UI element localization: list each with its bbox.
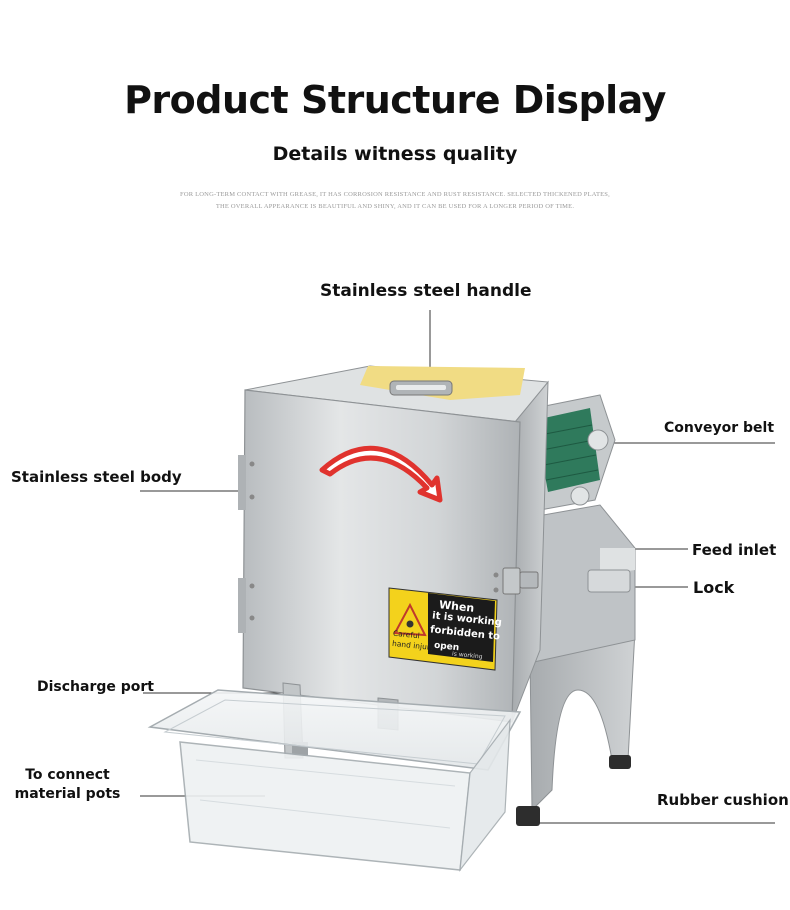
label-stainless-steel-handle: Stainless steel handle bbox=[320, 281, 532, 301]
red-arrow-decal bbox=[319, 445, 443, 503]
hinge-bottom bbox=[238, 578, 246, 633]
rubber-foot-back bbox=[609, 755, 631, 769]
label-material-pots-line2: material pots bbox=[14, 786, 121, 802]
page-title: Product Structure Display bbox=[124, 78, 666, 122]
stand bbox=[516, 629, 636, 826]
label-rubber-cushion: Rubber cushion bbox=[657, 791, 789, 809]
steel-handle bbox=[389, 380, 453, 396]
feed-chute bbox=[514, 504, 636, 666]
steel-body bbox=[238, 389, 521, 723]
material-pot bbox=[147, 689, 522, 873]
label-conveyor-belt: Conveyor belt bbox=[664, 420, 775, 436]
rubber-foot-front bbox=[516, 806, 540, 826]
warning-sticker bbox=[388, 587, 498, 671]
label-material-pots-line1: To connect bbox=[25, 767, 110, 783]
fine-print-line-1: FOR LONG-TERM CONTACT WITH GREASE, IT HA… bbox=[180, 191, 610, 198]
conveyor-belt bbox=[524, 394, 616, 511]
hinge-top bbox=[238, 455, 246, 510]
lock-latch bbox=[493, 567, 539, 595]
label-lock: Lock bbox=[693, 578, 735, 597]
label-feed-inlet: Feed inlet bbox=[692, 541, 777, 559]
fine-print-line-2: THE OVERALL APPEARANCE IS BEAUTIFUL AND … bbox=[215, 203, 575, 210]
page-subtitle: Details witness quality bbox=[272, 143, 518, 165]
label-discharge-port: Discharge port bbox=[37, 679, 154, 695]
label-stainless-steel-body: Stainless steel body bbox=[11, 468, 182, 486]
